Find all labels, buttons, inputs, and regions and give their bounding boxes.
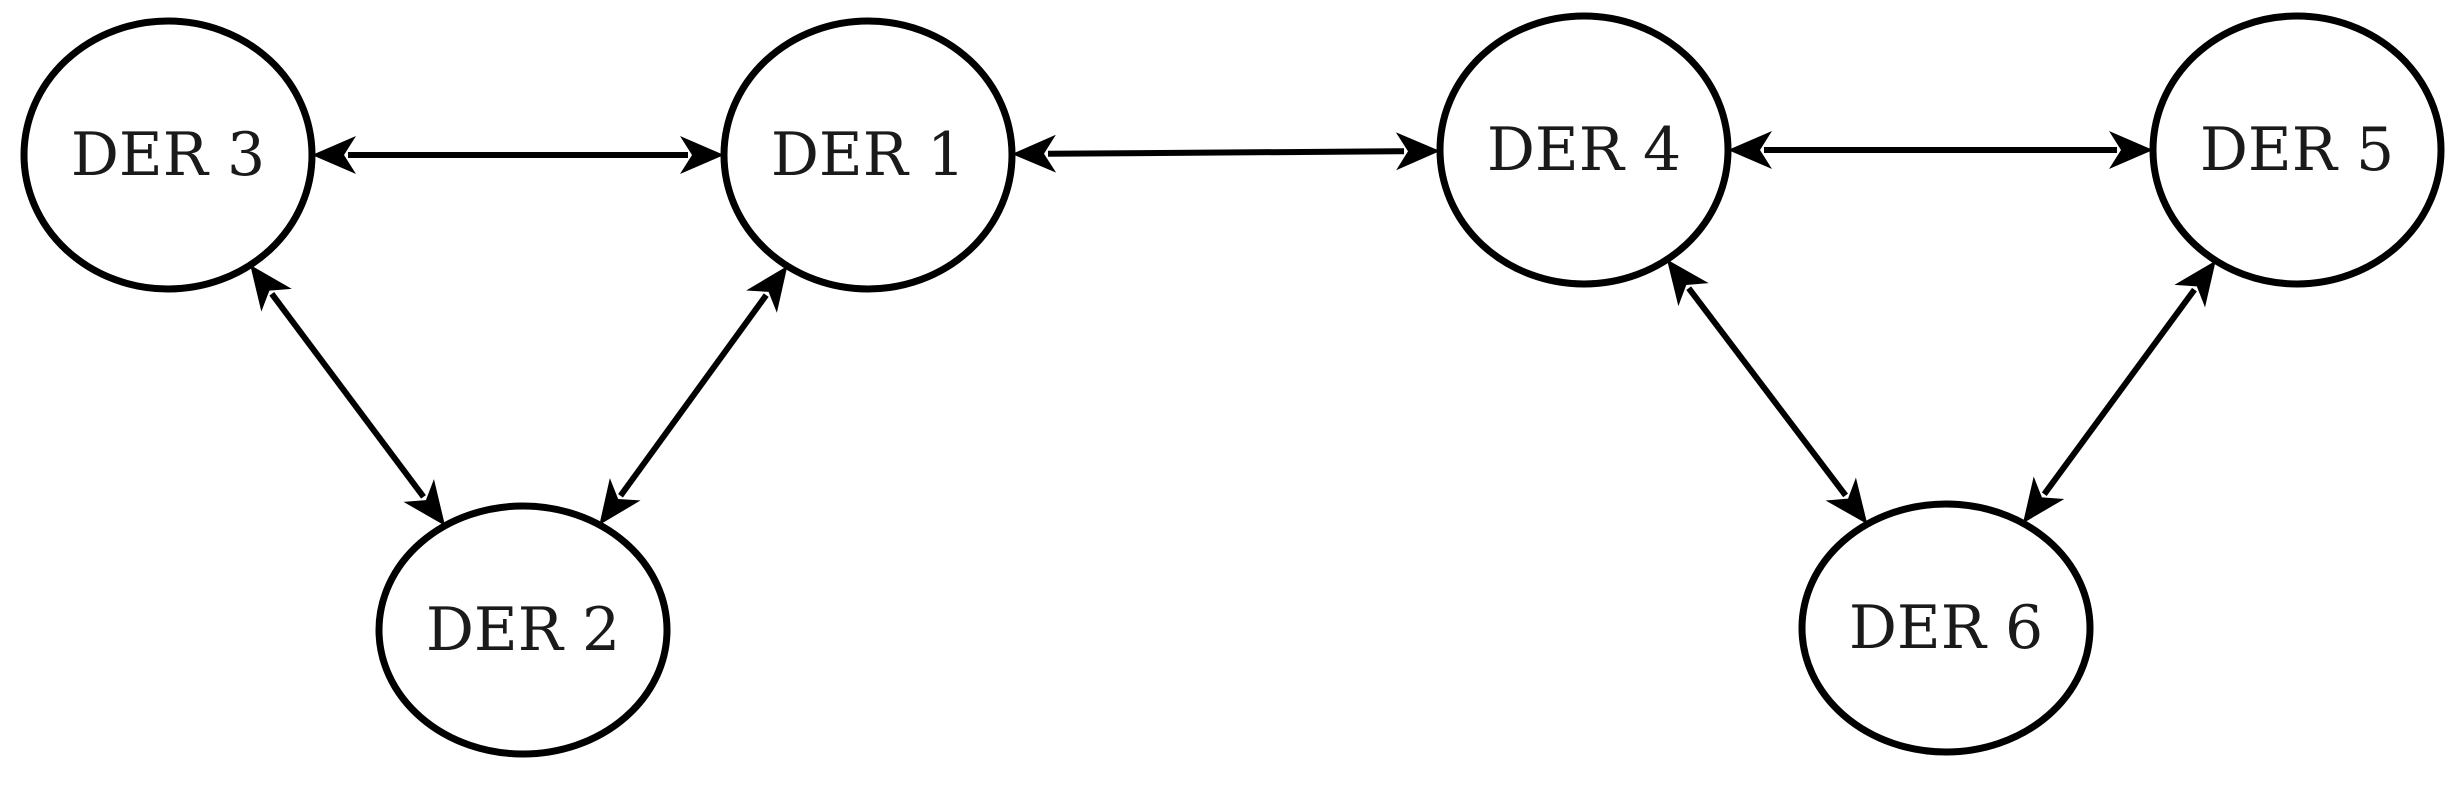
arrow-head-der3-der1-at-der1 (680, 136, 724, 174)
node-der6-label: DER 6 (1849, 593, 2043, 663)
arrow-head-der4-der6-at-der6 (1825, 477, 1868, 525)
node-der3-ellipse (20, 17, 316, 293)
node-der1-ellipse (720, 17, 1016, 293)
node-der3-label: DER 3 (71, 120, 265, 190)
node-der5: DER 5 (2149, 12, 2445, 288)
node-der5-label: DER 5 (2200, 115, 2394, 185)
node-der4: DER 4 (1436, 12, 1732, 288)
arrow-head-der4-der6-at-der4 (1666, 259, 1709, 307)
edge-der5-der6 (2041, 287, 2197, 496)
node-der1: DER 1 (720, 17, 1016, 293)
edge-der1-der2 (618, 293, 769, 498)
node-der4-ellipse (1436, 12, 1732, 288)
arrow-head-der5-der6-at-der6 (2022, 476, 2065, 524)
arrow-head-der5-der6-at-der5 (2174, 260, 2216, 308)
arrow-head-der3-der2-at-der3 (250, 265, 292, 312)
arrow-head-der4-der5-at-der4 (1728, 131, 1772, 169)
node-der2-ellipse (375, 502, 671, 758)
arrow-head-der1-der4-at-der1 (1011, 134, 1057, 173)
arrow-head-der3-der1-at-der3 (312, 136, 356, 174)
edge-der1-der4 (1047, 148, 1405, 157)
node-der2: DER 2 (375, 502, 671, 758)
arrow-head-der1-der2-at-der1 (746, 266, 788, 313)
node-der2-label: DER 2 (426, 595, 620, 665)
edges-layer (250, 131, 2216, 526)
node-der6-ellipse (1798, 500, 2094, 756)
arrow-head-der3-der2-at-der2 (403, 479, 446, 526)
node-der3: DER 3 (20, 17, 316, 293)
edge-der4-der6 (1686, 286, 1848, 498)
node-der6: DER 6 (1798, 500, 2094, 756)
node-der1-label: DER 1 (771, 120, 965, 190)
arrow-head-der1-der2-at-der2 (599, 478, 641, 525)
edge-der3-der2 (269, 292, 426, 499)
node-der4-label: DER 4 (1487, 115, 1681, 185)
node-der5-ellipse (2149, 12, 2445, 288)
arrow-head-der1-der4-at-der4 (1395, 132, 1441, 171)
arrow-head-der4-der5-at-der5 (2109, 131, 2153, 169)
